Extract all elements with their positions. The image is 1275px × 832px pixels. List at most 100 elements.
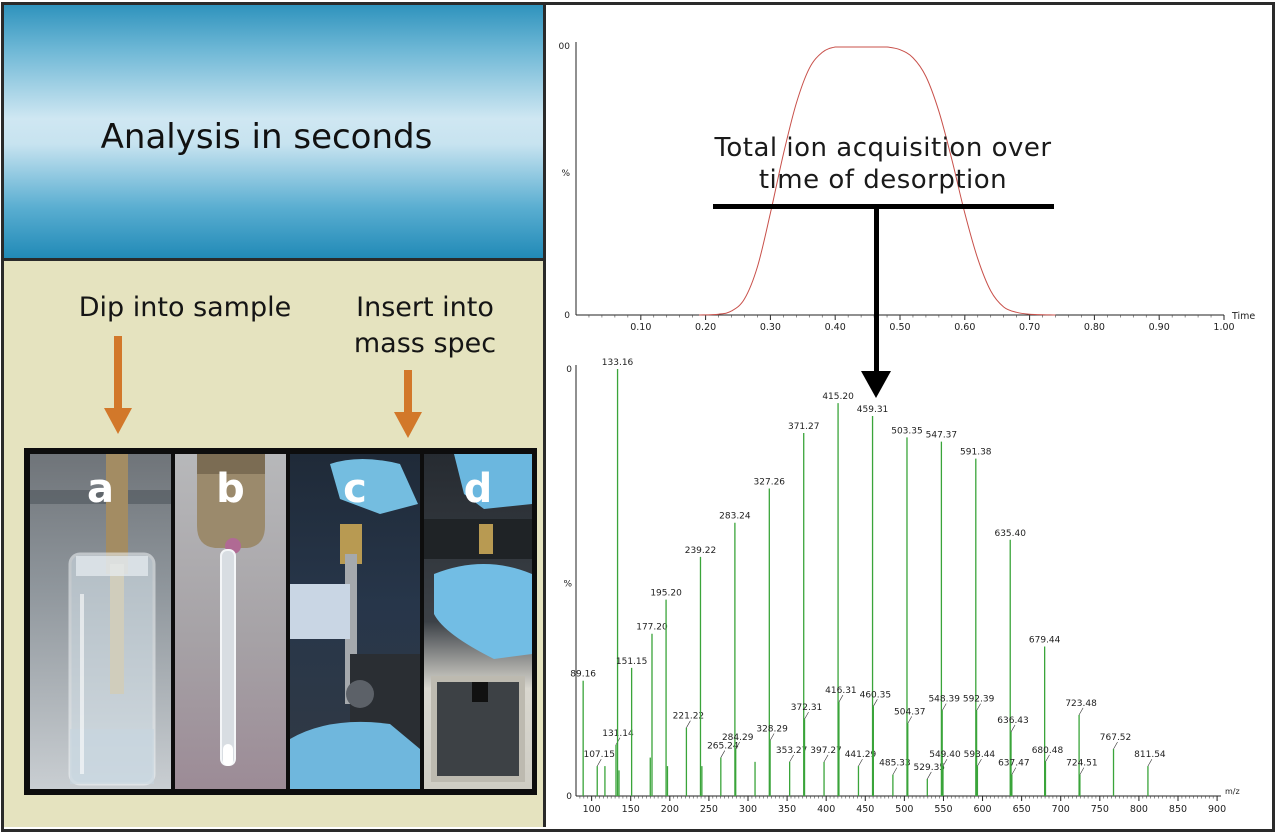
ms-peak-label: 328.29 — [756, 724, 788, 734]
photo-c: c — [290, 454, 420, 789]
vertical-divider — [543, 5, 546, 827]
ms-x-tick-label: 400 — [817, 804, 835, 815]
ms-peak-label: 415.20 — [822, 392, 854, 402]
ms-x-tick-label: 500 — [895, 804, 913, 815]
vial-icon — [30, 454, 171, 786]
ms-x-tick-label: 600 — [973, 804, 991, 815]
ms-peak-label: 811.54 — [1134, 750, 1166, 760]
ms-peak-leader — [907, 716, 913, 724]
ms-peak-label: 133.16 — [602, 358, 634, 368]
ms-x-tick-label: 300 — [739, 804, 757, 815]
dip-label: Dip into sample — [78, 292, 292, 323]
ms-peak-label: 635.40 — [994, 529, 1026, 539]
insertion-icon — [290, 459, 420, 789]
tic-y-top-label: 00 — [559, 42, 571, 52]
ms-peak-leader — [735, 741, 740, 750]
ms-peak-leader — [838, 694, 844, 703]
ms-peak-label: 591.38 — [960, 448, 992, 458]
ms-peak-label: 353.27 — [776, 746, 808, 756]
ms-x-tick-label: 450 — [856, 804, 874, 815]
tic-x-tick-label: 1.00 — [1213, 322, 1234, 333]
ms-x-tick-label: 350 — [778, 804, 796, 815]
ms-peak-label: 504.37 — [894, 707, 926, 717]
ms-peak-label: 221.22 — [673, 712, 705, 722]
photo-b-letter: b — [216, 466, 245, 512]
ms-peak-label: 529.35 — [914, 763, 946, 773]
photo-b: b — [175, 454, 286, 789]
ms-peak-leader — [1010, 724, 1016, 733]
insert-arrow-icon — [394, 370, 422, 438]
insert-label-line1: Insert into — [356, 292, 494, 323]
tic-x-tick-label: 0.60 — [954, 322, 975, 333]
ms-peak-leader — [941, 703, 947, 711]
tic-caption-line1: Total ion acquisition over — [714, 133, 1052, 163]
ms-x-axis-label: m/z — [1225, 787, 1240, 796]
tic-x-tick-label: 0.70 — [1019, 322, 1040, 333]
ms-peak-leader — [873, 699, 878, 707]
ms-peak-label: 503.35 — [891, 426, 923, 436]
selection-arrow-stem — [874, 207, 879, 372]
title-panel: Analysis in seconds — [4, 5, 544, 258]
ms-peak-label: 441.29 — [845, 750, 877, 760]
ms-peak-label: 371.27 — [788, 422, 820, 432]
ms-x-tick-label: 250 — [700, 804, 718, 815]
ms-x-tick-label: 150 — [622, 804, 640, 815]
photo-a: a — [30, 454, 171, 789]
ms-peak-leader — [596, 758, 602, 767]
ms-peak-label: 397.27 — [810, 746, 842, 756]
ms-peak-leader — [1079, 767, 1085, 775]
ms-peak-leader — [823, 754, 829, 762]
photo-strip: a b c — [24, 448, 537, 795]
tic-y-axis-label: % — [561, 169, 570, 179]
tic-y-zero-label: 0 — [564, 311, 570, 321]
ms-peak-label: 239.22 — [685, 546, 717, 556]
photo-c-letter: c — [343, 466, 367, 512]
ms-x-tick-label: 550 — [934, 804, 952, 815]
ms-peak-label: 547.37 — [926, 431, 958, 441]
ms-peak-label: 636.43 — [997, 716, 1029, 726]
ms-x-tick-label: 100 — [583, 804, 601, 815]
instrument-icon — [424, 454, 532, 782]
down-arrow-icon — [861, 371, 891, 398]
ms-peak-leader — [927, 771, 932, 780]
tic-series-line — [699, 46, 1056, 316]
ms-peak-label: 485.33 — [879, 759, 911, 769]
ms-peak-label: 459.31 — [857, 405, 889, 415]
photo-a-letter: a — [87, 466, 114, 512]
ms-y-axis-label: % — [563, 580, 572, 590]
ms-peak-label: 107.15 — [583, 750, 615, 760]
ms-peak-label: 548.39 — [928, 695, 960, 705]
ms-peak-leader — [858, 758, 863, 767]
dip-arrow-icon — [104, 336, 132, 434]
ms-peak-leader — [892, 767, 898, 775]
ms-peak-leader — [1078, 707, 1084, 716]
ms-peak-leader — [1113, 741, 1118, 750]
tic-x-tick-label: 0.90 — [1149, 322, 1170, 333]
ms-peak-label: 724.51 — [1066, 759, 1098, 769]
ms-peak-label: 416.31 — [825, 686, 857, 696]
ms-peak-label: 460.35 — [860, 690, 892, 700]
ms-y-zero-label: 0 — [566, 792, 572, 802]
ms-peak-leader — [976, 703, 981, 711]
ms-peak-label: 549.40 — [929, 750, 961, 760]
ms-peak-leader — [789, 754, 794, 762]
tic-x-tick-label: 0.40 — [825, 322, 846, 333]
horizontal-divider — [4, 258, 544, 261]
ms-peak-label: 680.48 — [1032, 746, 1064, 756]
tic-x-tick-label: 0.80 — [1084, 322, 1105, 333]
insert-label-line2: mass spec — [353, 328, 497, 359]
ms-peak-label: 679.44 — [1029, 636, 1061, 646]
ms-x-tick-label: 650 — [1013, 804, 1031, 815]
ms-peak-label: 195.20 — [650, 589, 682, 599]
ms-peak-leader — [942, 758, 948, 767]
ms-peak-label: 593.44 — [964, 750, 996, 760]
ms-peak-label: 723.48 — [1065, 699, 1097, 709]
ms-peak-label: 284.29 — [722, 733, 754, 743]
ms-peak-leader — [720, 750, 726, 758]
ms-x-tick-label: 700 — [1052, 804, 1070, 815]
ms-peak-leader — [686, 720, 691, 728]
ms-peak-label: 89.16 — [570, 670, 596, 680]
ms-peak-leader — [977, 758, 982, 767]
ms-peak-label: 327.26 — [754, 478, 786, 488]
ms-x-tick-label: 800 — [1130, 804, 1148, 815]
